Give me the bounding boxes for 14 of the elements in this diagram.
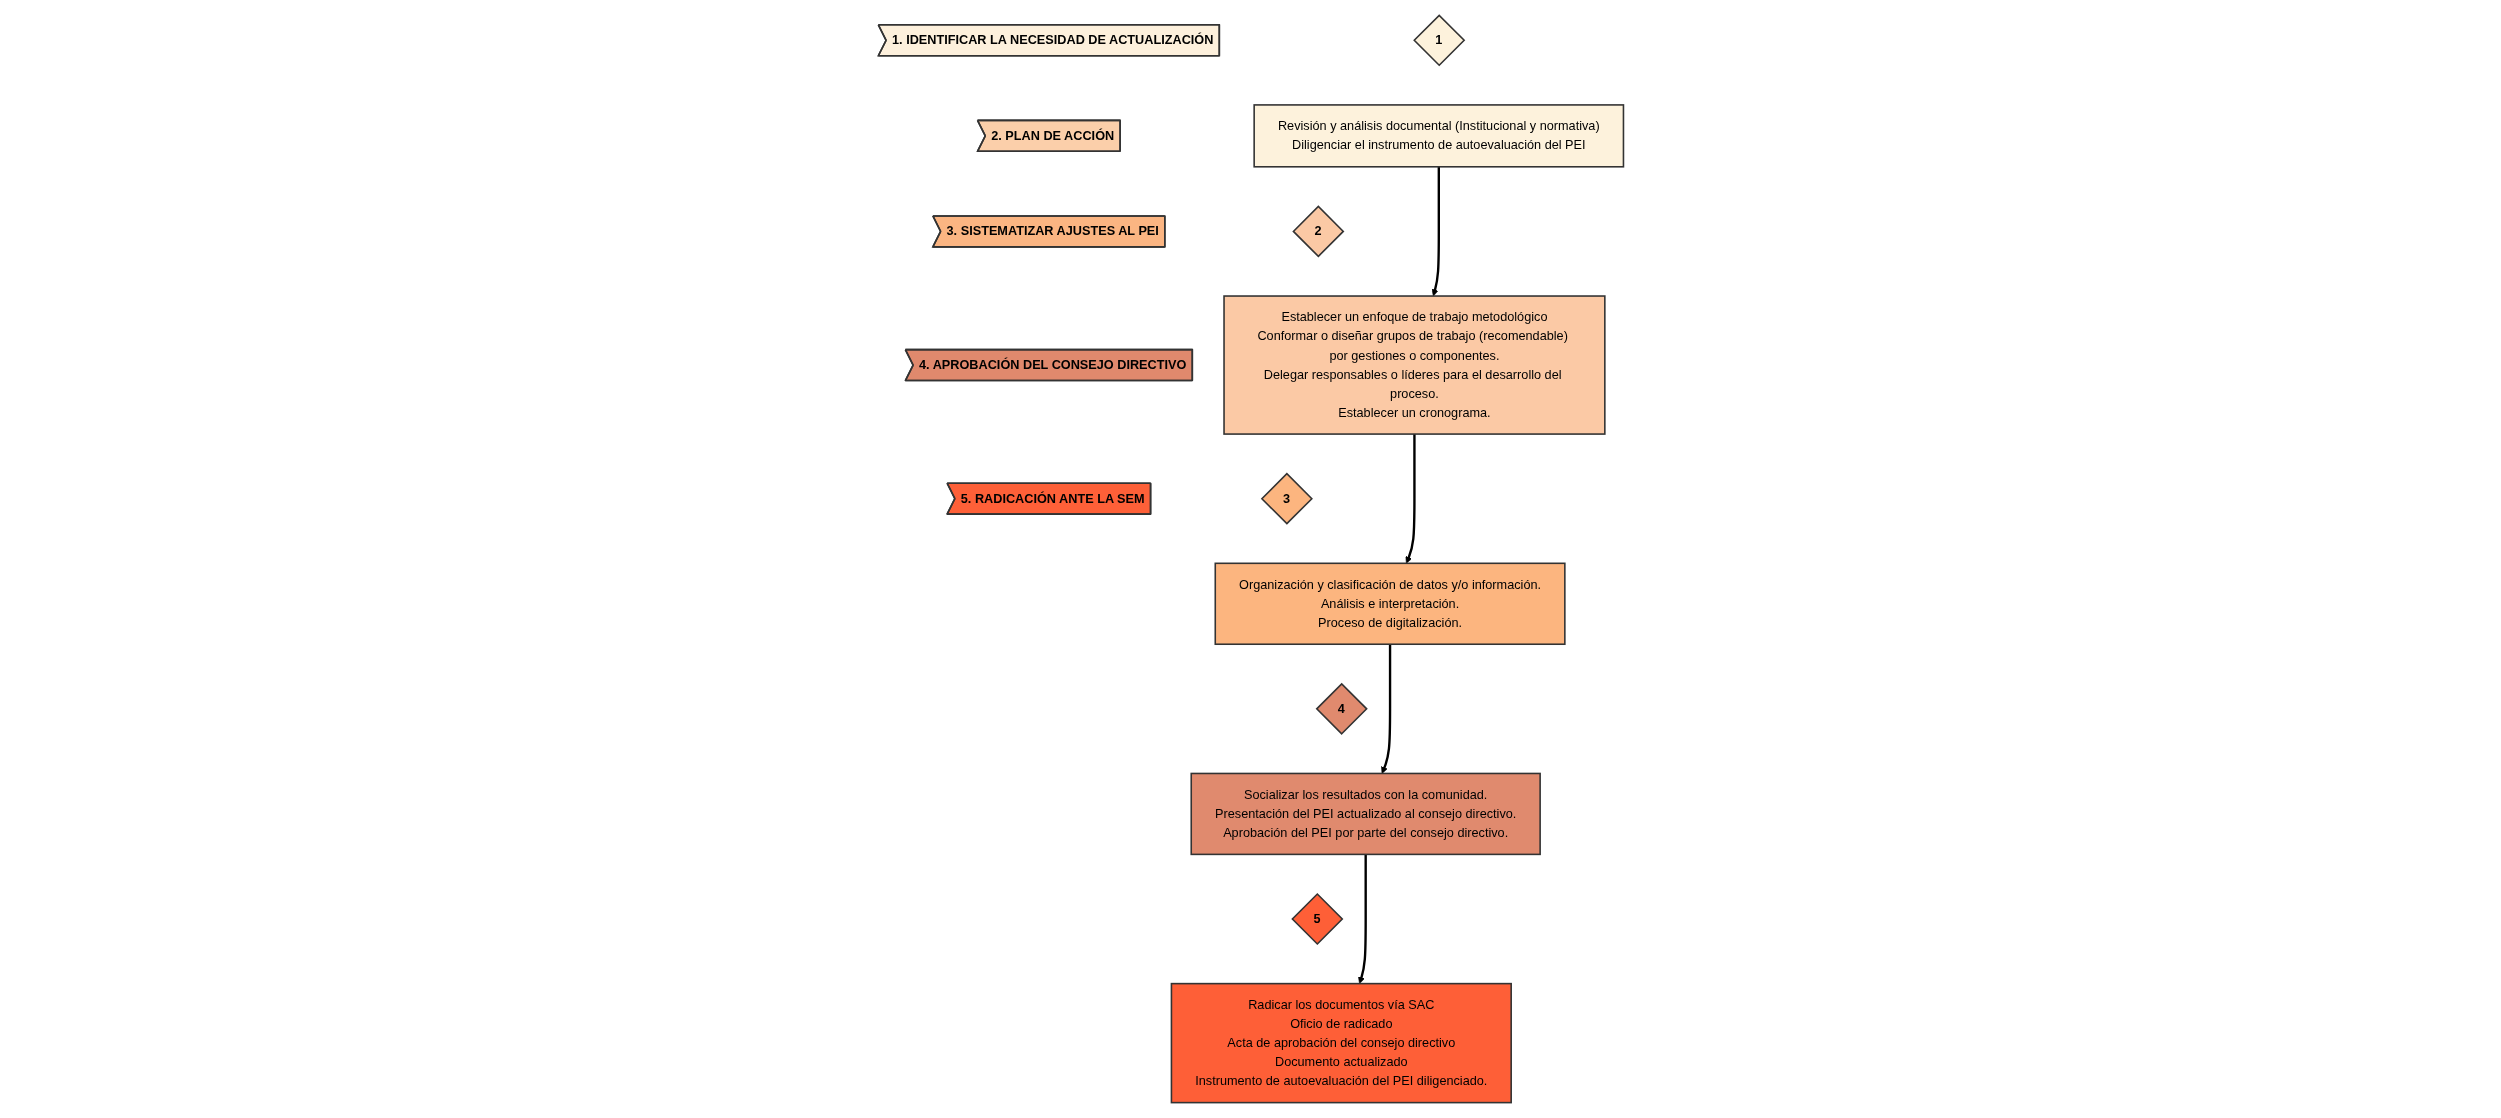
node-box: Organización y clasificación de datos y/o información. Análisis e interpretación. Proceso de digitalización. <box>1214 562 1566 646</box>
arrow <box>1380 644 1391 774</box>
node-diamond: 3 <box>1260 472 1313 525</box>
node-box: Revisión y análisis documental (Institucional y normativa) Diligenciar el instrumento de autoevaluación del PEI <box>1252 104 1624 168</box>
node-diamond: 4 <box>1315 682 1368 735</box>
node-box: Radicar los documentos vía SAC Oficio de radicado Acta de aprobación del consejo directivo Documento actualizado Instrumento de autoevaluación del PEI diligenciado. <box>1170 982 1512 1104</box>
node-box: Establecer un enfoque de trabajo metodológico Conformar o diseñar grupos de trabajo (recomendable) por gestiones o componentes. Delegar responsables o líderes para el desarrollo del proceso. Establecer un cronograma. <box>1222 295 1606 435</box>
arrow <box>1357 854 1367 984</box>
node-box: Socializar los resultados con la comunidad. Presentación del PEI actualizado al consejo directivo. Aprobación del PEI por parte del consejo directivo. <box>1190 772 1541 856</box>
node-diamond: 5 <box>1290 892 1343 946</box>
node-diamond: 2 <box>1291 205 1345 258</box>
arrow <box>1405 434 1416 564</box>
node-diamond: 1 <box>1412 14 1465 67</box>
arrow <box>1431 166 1440 297</box>
